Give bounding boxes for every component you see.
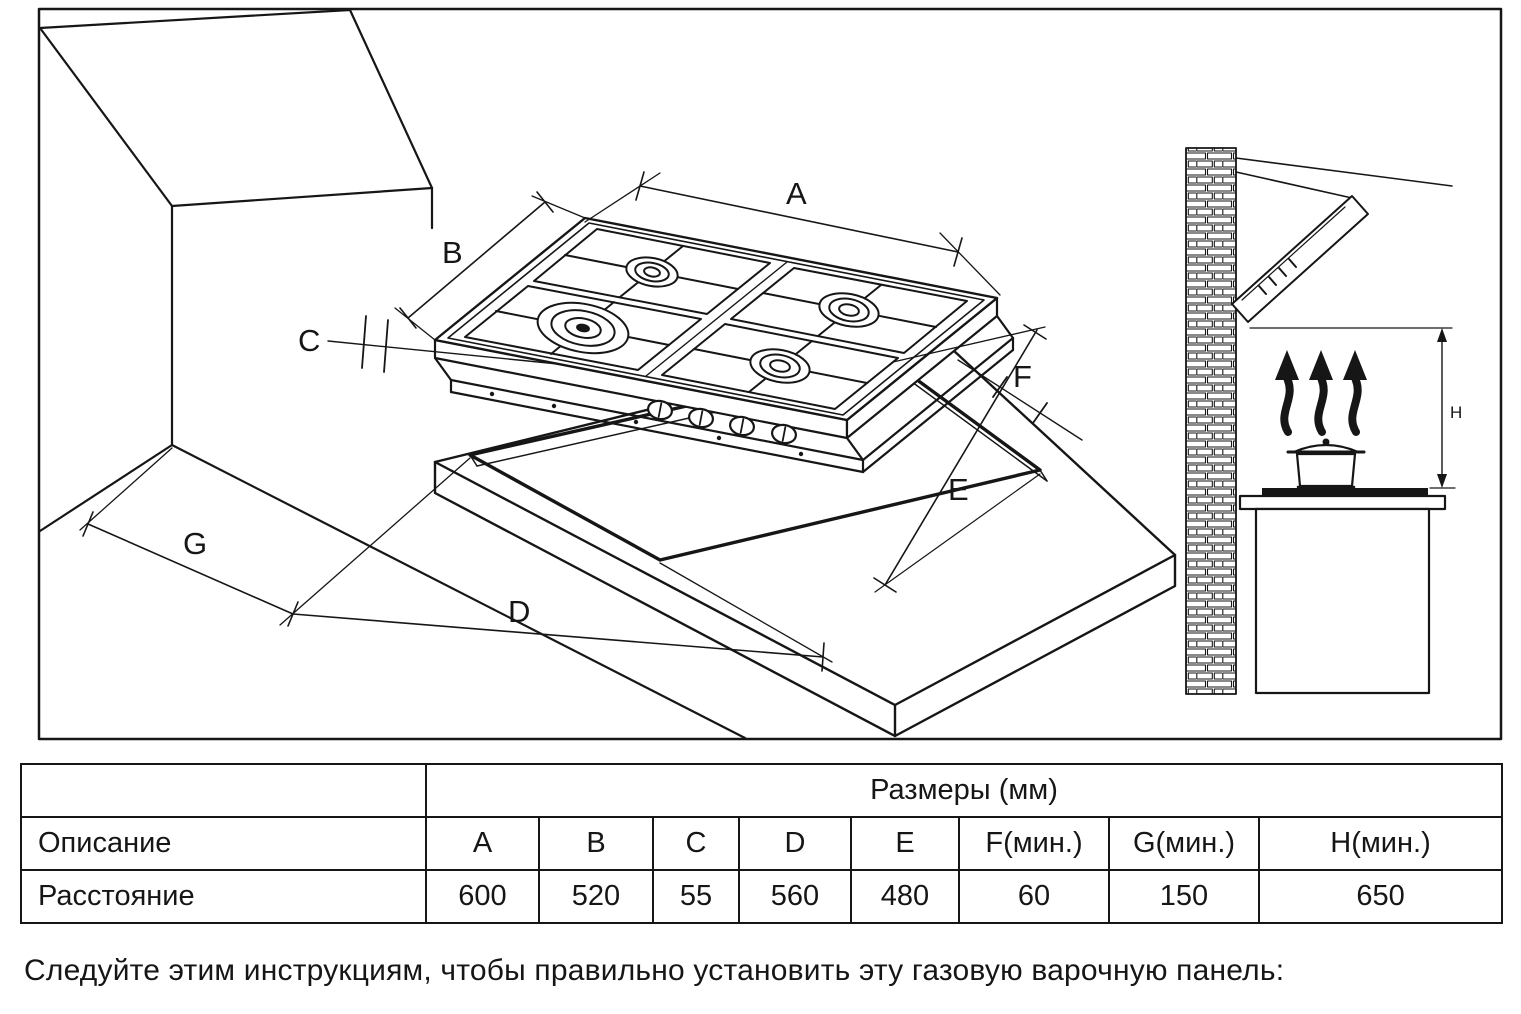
- table-values-row: Расстояние 600 520 55 560 480 60 150 650: [20, 869, 1504, 924]
- hob-section: [1262, 488, 1428, 496]
- dim-label-h: H: [1450, 403, 1462, 422]
- diagram-frame: [37, 7, 1503, 741]
- dimension-g: G: [79, 447, 299, 627]
- col-header-g: G(мин.): [1108, 816, 1260, 871]
- dim-label-e: E: [948, 472, 969, 507]
- dimension-a: A: [584, 171, 1001, 296]
- burners: [536, 256, 880, 384]
- installation-diagram: A B C G D E: [37, 7, 1503, 741]
- value-d: 560: [738, 869, 852, 924]
- dimensions-header-cell: Размеры (мм): [424, 763, 1504, 818]
- empty-corner-cell: [20, 763, 427, 818]
- dim-label-c: C: [298, 323, 320, 358]
- screw-dots: [489, 391, 804, 457]
- col-header-a: A: [425, 816, 540, 871]
- col-header-b: B: [538, 816, 654, 871]
- col-header-f: F(мин.): [958, 816, 1110, 871]
- dimension-e: E: [873, 324, 1047, 593]
- value-h: 650: [1257, 869, 1504, 924]
- base-cabinet: [1254, 507, 1431, 695]
- burner-large: [536, 301, 630, 355]
- burner-front-right: [749, 348, 811, 384]
- control-knobs: [646, 399, 798, 445]
- value-f: 60: [958, 869, 1110, 924]
- dimensions-table: Размеры (мм) Описание A B C D E F(мин.) …: [20, 763, 1504, 924]
- dimension-h: H: [1249, 327, 1462, 489]
- heat-arrows: [1275, 350, 1367, 436]
- col-header-e: E: [850, 816, 960, 871]
- value-c: 55: [652, 869, 740, 924]
- burner-back-left: [625, 256, 679, 288]
- value-a: 600: [425, 869, 540, 924]
- side-view: H: [1185, 147, 1462, 695]
- value-b: 520: [538, 869, 654, 924]
- dim-label-b: B: [442, 235, 463, 270]
- table-group-header-row: Размеры (мм): [20, 763, 1504, 818]
- description-header-cell: Описание: [20, 816, 427, 871]
- installation-instruction-text: Следуйте этим инструкциям, чтобы правиль…: [24, 954, 1285, 987]
- distance-label-cell: Расстояние: [20, 869, 427, 924]
- dim-label-a: A: [786, 176, 807, 211]
- col-header-d: D: [738, 816, 852, 871]
- counter-slab: [1238, 494, 1447, 511]
- dim-label-g: G: [183, 526, 207, 561]
- value-g: 150: [1108, 869, 1260, 924]
- dimension-f: F: [957, 359, 1083, 441]
- brick-wall: [1185, 147, 1237, 695]
- dim-label-f: F: [1013, 359, 1032, 394]
- gas-hob: [433, 216, 1015, 474]
- table-column-header-row: Описание A B C D E F(мин.) G(мин.) H(мин…: [20, 816, 1504, 871]
- cooker-hood: [1231, 195, 1369, 323]
- col-header-c: C: [652, 816, 740, 871]
- burner-back-right: [818, 292, 880, 328]
- dim-label-d: D: [508, 594, 530, 629]
- dimension-c: C: [298, 315, 559, 373]
- value-e: 480: [850, 869, 960, 924]
- dimension-d: D: [279, 457, 833, 672]
- col-header-h: H(мин.): [1257, 816, 1504, 871]
- room-corner: [38, 8, 747, 740]
- pot: [1286, 438, 1366, 489]
- exhaust-duct: [1235, 157, 1453, 199]
- dimension-b: B: [394, 191, 586, 341]
